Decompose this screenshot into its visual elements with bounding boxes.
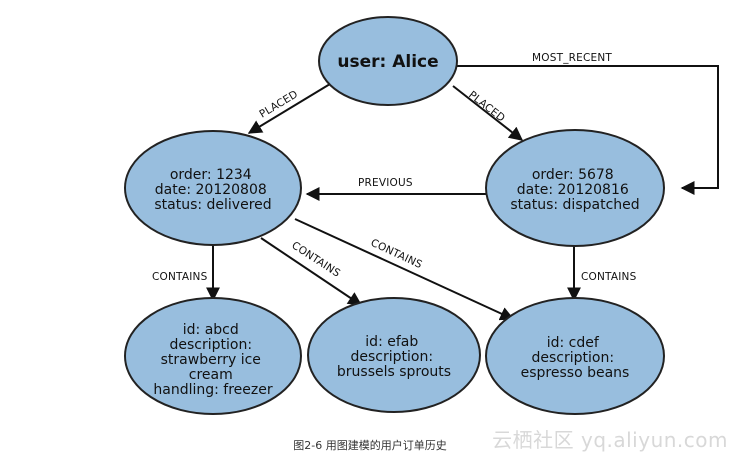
node-abcd-line-4: handling: freezer (153, 382, 272, 398)
node-efab-text: id: efab description: brussels sprouts (337, 334, 451, 380)
edge-label-placed-right: PLACED (466, 89, 507, 125)
watermark: 云栖社区 yq.aliyun.com (492, 428, 728, 452)
node-user-alice: user: Alice (318, 16, 458, 106)
edge-placed-right (452, 85, 524, 141)
edge-contains-efab (260, 237, 363, 306)
node-order-5678-line-0: order: 5678 (532, 167, 614, 183)
node-item-abcd: id: abcd description: strawberry ice cre… (124, 297, 302, 415)
edge-label-contains-cdef-5678: CONTAINS (581, 271, 637, 283)
node-order-5678-line-1: date: 20120816 (517, 182, 629, 198)
node-order-5678: order: 5678 date: 20120816 status: dispa… (485, 129, 665, 247)
node-efab-line-2: brussels sprouts (337, 364, 451, 380)
node-order-5678-text: order: 5678 date: 20120816 status: dispa… (510, 167, 639, 213)
node-cdef-line-0: id: cdef (547, 335, 600, 351)
edge-placed-left (247, 83, 331, 134)
node-cdef-line-2: espresso beans (521, 365, 630, 381)
node-abcd-text: id: abcd description: strawberry ice cre… (153, 322, 272, 398)
node-abcd-line-0: id: abcd (183, 322, 239, 338)
figure-caption: 图2-6 用图建模的用户订单历史 (293, 439, 447, 452)
node-item-efab: id: efab description: brussels sprouts (307, 297, 481, 413)
edge-label-contains-abcd: CONTAINS (152, 271, 208, 283)
node-order-1234-line-0: order: 1234 (170, 167, 252, 183)
node-order-1234: order: 1234 date: 20120808 status: deliv… (124, 130, 302, 246)
node-cdef-line-1: description: (531, 350, 614, 366)
edge-most-recent (457, 65, 719, 195)
node-order-1234-line-1: date: 20120808 (155, 182, 267, 198)
node-abcd-line-2: strawberry ice (161, 352, 261, 368)
edge-contains-cdef-1234 (294, 218, 515, 321)
node-efab-line-0: id: efab (365, 334, 418, 350)
node-abcd-line-1: description: (169, 337, 252, 353)
node-order-1234-text: order: 1234 date: 20120808 status: deliv… (154, 167, 271, 213)
node-abcd-line-3: cream (189, 367, 233, 383)
node-efab-line-1: description: (350, 349, 433, 365)
edge-label-most-recent: MOST_RECENT (532, 52, 612, 64)
edge-label-previous: PREVIOUS (358, 177, 413, 189)
node-cdef-text: id: cdef description: espresso beans (521, 335, 630, 381)
node-alice-line-0: user: Alice (337, 52, 438, 72)
node-order-1234-line-2: status: delivered (154, 197, 271, 213)
node-item-cdef: id: cdef description: espresso beans (485, 297, 665, 415)
node-order-5678-line-2: status: dispatched (510, 197, 639, 213)
